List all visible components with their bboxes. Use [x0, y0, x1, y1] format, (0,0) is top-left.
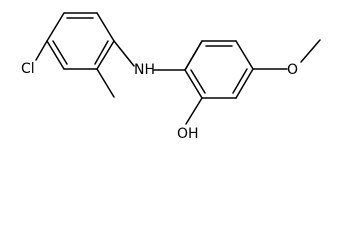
left-benzene-ring — [46, 12, 115, 70]
bond — [46, 12, 65, 42]
amine-bond — [113, 40, 135, 67]
right-benzene-ring — [184, 40, 254, 99]
double-bond — [52, 40, 68, 65]
bond — [235, 40, 254, 70]
double-bond — [190, 69, 206, 94]
bond — [184, 69, 203, 99]
hydroxyl-label: OH — [177, 126, 199, 142]
chemical-structure: Cl NH O OH — [21, 12, 321, 142]
amine-label: NH — [134, 62, 155, 78]
methyl-bond — [96, 68, 115, 98]
chloro-bond — [35, 40, 48, 61]
bond — [235, 68, 254, 99]
bond — [96, 12, 115, 42]
bond — [46, 40, 65, 70]
hydroxyl-bond — [185, 97, 203, 125]
bond — [184, 40, 203, 71]
chlorine-label: Cl — [21, 61, 35, 77]
double-bond — [232, 68, 248, 94]
methoxy-oxygen-label: O — [287, 62, 298, 78]
methoxy-methyl-bond — [300, 39, 321, 63]
bond — [96, 40, 115, 70]
double-bond — [94, 40, 109, 65]
